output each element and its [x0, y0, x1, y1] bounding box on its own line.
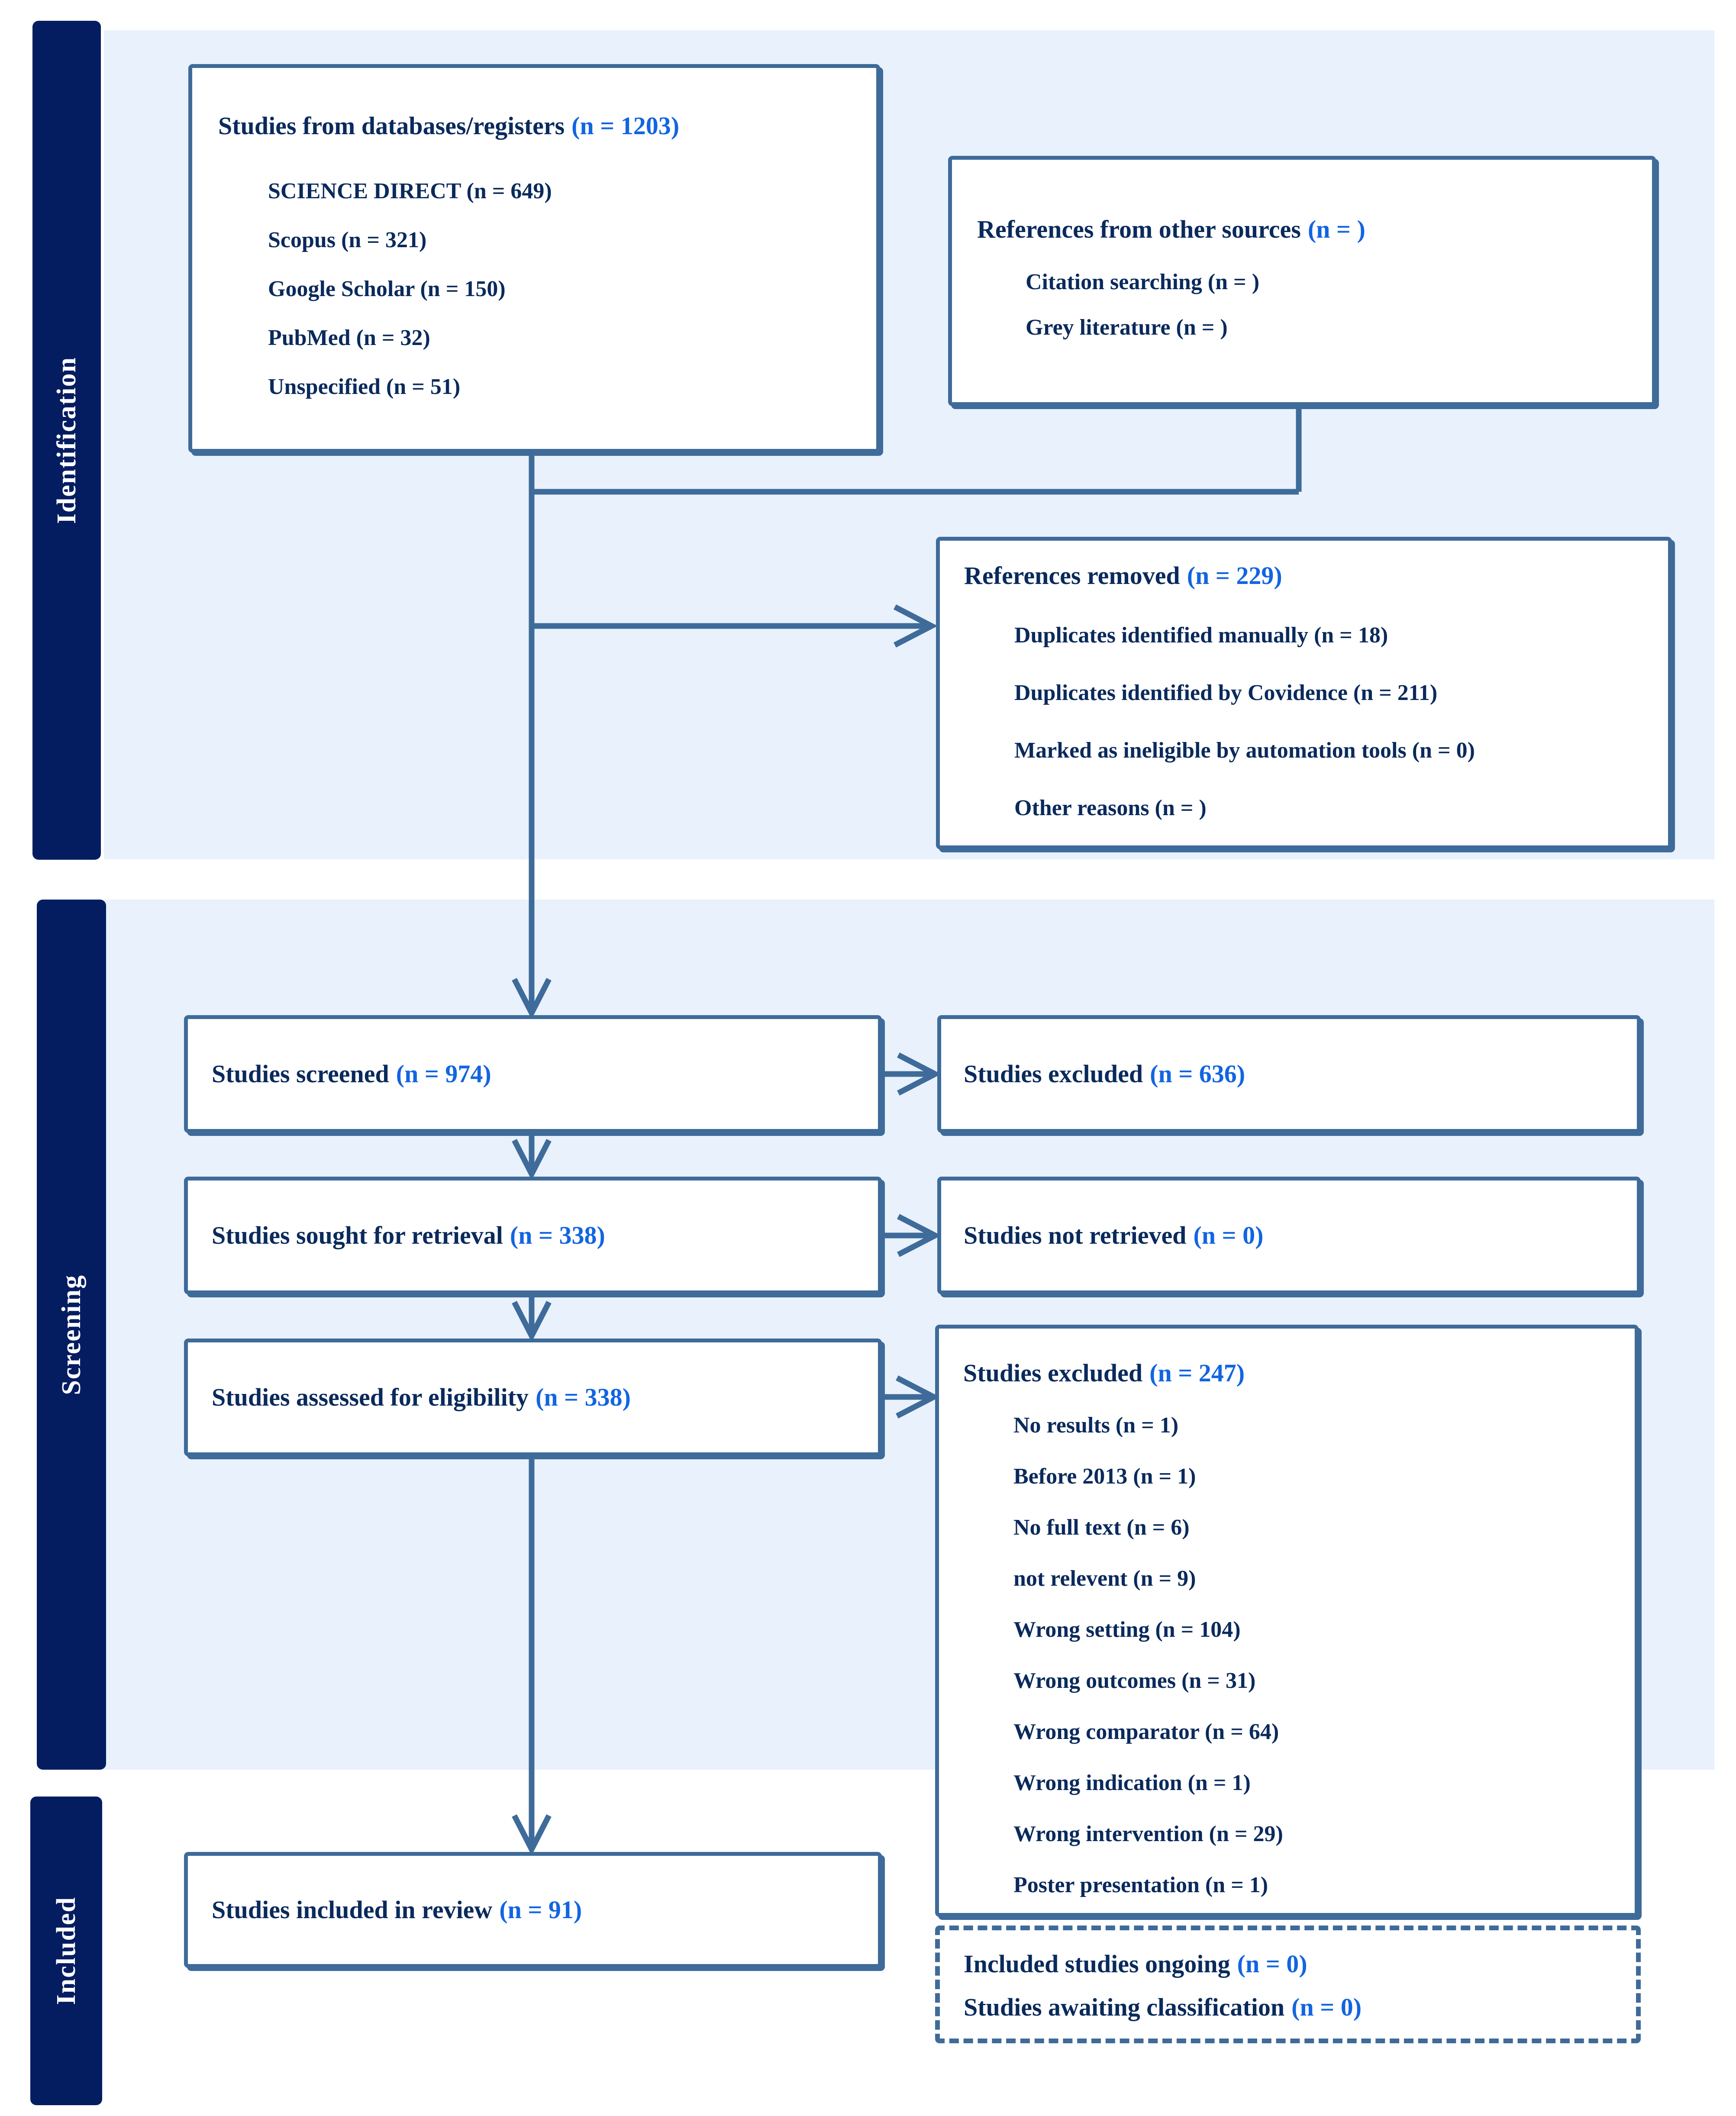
arrowhead: [512, 1139, 552, 1181]
list-item: No results (n = 1): [1013, 1413, 1179, 1438]
box-title: Included studies ongoing: [964, 1950, 1230, 1978]
list-item: not relevent (n = 9): [1013, 1566, 1196, 1591]
box-count: (n = 338): [536, 1383, 631, 1411]
arrowhead: [896, 1375, 940, 1419]
box-title: Studies not retrieved: [964, 1221, 1187, 1249]
box-title: Studies included in review: [212, 1896, 493, 1924]
arrowhead: [512, 1814, 552, 1856]
box-count: (n = 229): [1187, 561, 1282, 590]
box-studies-screened: Studies screened(n = 974): [184, 1015, 882, 1133]
list-item: Wrong indication (n = 1): [1013, 1770, 1251, 1795]
box-count: (n = 1203): [571, 112, 680, 140]
box-count: (n = 0): [1237, 1950, 1307, 1978]
box-not-retrieved: Studies not retrieved(n = 0): [937, 1177, 1641, 1294]
list-item: Poster presentation (n = 1): [1013, 1872, 1268, 1897]
box-references-removed: References removed(n = 229) Duplicates i…: [936, 537, 1672, 849]
list-item: Scopus (n = 321): [268, 228, 427, 252]
arrowhead: [897, 1214, 942, 1257]
box-title: Studies excluded: [963, 1359, 1143, 1387]
list-item: No full text (n = 6): [1013, 1515, 1190, 1540]
box-title: Studies awaiting classification: [964, 1993, 1285, 2021]
box-item-list: No results (n = 1) Before 2013 (n = 1) No …: [1013, 1400, 1635, 1910]
list-item: Wrong intervention (n = 29): [1013, 1821, 1283, 1846]
list-item: Google Scholar (n = 150): [268, 277, 506, 301]
list-item: Citation searching (n = ): [1026, 270, 1260, 294]
list-item: Before 2013 (n = 1): [1013, 1464, 1196, 1489]
list-item: Unspecified (n = 51): [268, 374, 461, 399]
list-item: Marked as ineligible by automation tools…: [1014, 738, 1475, 763]
box-count: (n = 247): [1149, 1359, 1245, 1387]
arrowhead: [894, 604, 938, 648]
list-item: SCIENCE DIRECT (n = 649): [268, 179, 552, 203]
box-title: Studies excluded: [964, 1060, 1143, 1088]
box-item-list: SCIENCE DIRECT (n = 649) Scopus (n = 321)…: [268, 167, 876, 411]
list-item: Duplicates identified manually (n = 18): [1014, 623, 1388, 648]
list-item: Wrong outcomes (n = 31): [1013, 1668, 1256, 1693]
box-databases-registers: Studies from databases/registers(n = 120…: [188, 64, 880, 453]
box-awaiting-classification: Included studies ongoing(n = 0) Studies …: [935, 1926, 1641, 2043]
box-title: References from other sources: [977, 215, 1301, 243]
list-item: Duplicates identified by Covidence (n = …: [1014, 681, 1438, 705]
arrowhead: [897, 1052, 942, 1096]
box-count: (n = 974): [396, 1060, 491, 1088]
box-title: Studies screened: [212, 1060, 389, 1088]
sidebar-included: Included: [30, 1797, 102, 2105]
sidebar-identification: Identification: [32, 21, 101, 860]
box-studies-excluded-eligibility: Studies excluded(n = 247) No results (n …: [935, 1325, 1639, 1917]
list-item: Wrong comparator (n = 64): [1013, 1719, 1279, 1744]
arrowhead: [512, 978, 552, 1019]
box-other-sources: References from other sources(n = ) Cita…: [948, 156, 1656, 406]
box-count: (n = 0): [1193, 1221, 1264, 1249]
box-count: (n = 636): [1150, 1060, 1246, 1088]
box-studies-excluded-screening: Studies excluded(n = 636): [937, 1015, 1641, 1133]
box-item-list: Duplicates identified manually (n = 18) D…: [1014, 606, 1668, 837]
box-title: Studies assessed for eligibility: [212, 1383, 529, 1411]
box-title: Studies from databases/registers: [218, 112, 565, 140]
box-title: Studies sought for retrieval: [212, 1221, 503, 1249]
box-assessed-eligibility: Studies assessed for eligibility(n = 338…: [184, 1339, 882, 1456]
box-count: (n = ): [1307, 215, 1365, 243]
sidebar-screening: Screening: [37, 900, 106, 1770]
box-item-list: Citation searching (n = ) Grey literature…: [1026, 259, 1652, 350]
list-item: Wrong setting (n = 104): [1013, 1617, 1241, 1642]
box-count: (n = 338): [510, 1221, 605, 1249]
box-title: References removed: [964, 561, 1180, 590]
list-item: PubMed (n = 32): [268, 326, 430, 350]
box-count: (n = 91): [499, 1896, 582, 1924]
box-included-in-review: Studies included in review(n = 91): [184, 1852, 882, 1968]
list-item: Grey literature (n = ): [1026, 315, 1228, 340]
box-sought-retrieval: Studies sought for retrieval(n = 338): [184, 1177, 882, 1294]
box-count: (n = 0): [1291, 1993, 1362, 2021]
arrowhead: [512, 1301, 552, 1342]
list-item: Other reasons (n = ): [1014, 796, 1207, 820]
